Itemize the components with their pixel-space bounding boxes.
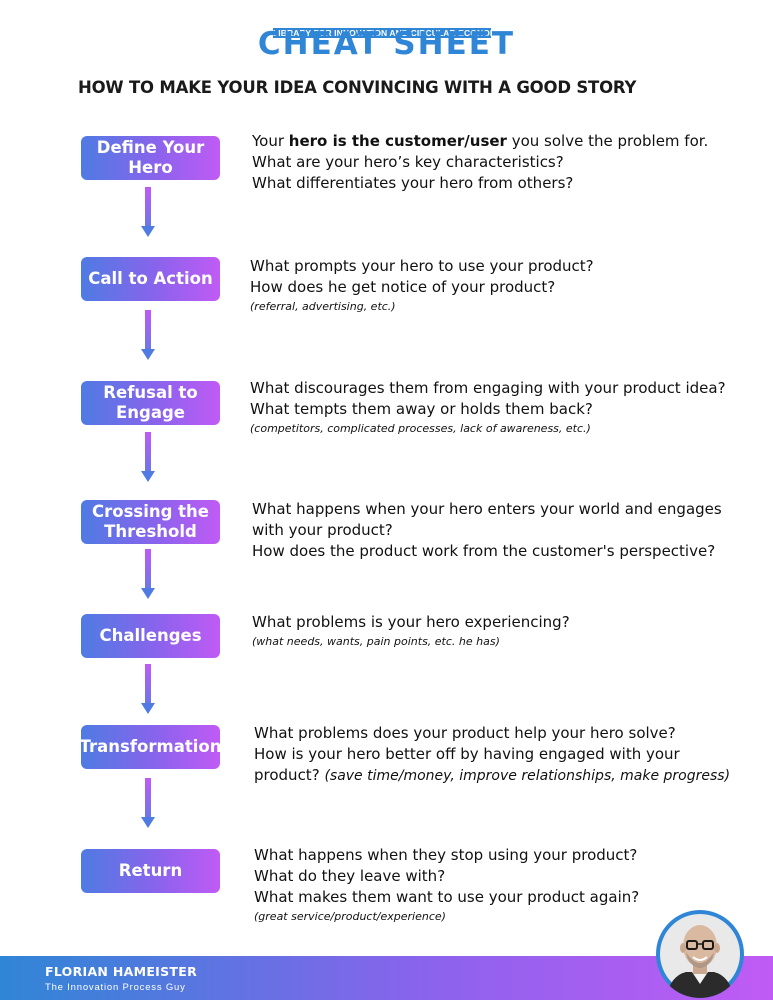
description-line: product? (save time/money, improve relat… (254, 766, 731, 784)
flow-arrow-5 (141, 664, 155, 714)
flow-arrow-1 (141, 187, 155, 237)
step-description-transformation: What problems does your product help you… (254, 723, 731, 787)
flow-arrow-6 (141, 778, 155, 828)
step-box-transformation: Transformation (80, 725, 221, 769)
author-tagline: The Innovation Process Guy (45, 982, 186, 993)
step-description-crossing-threshold: What happens when your hero enters your … (252, 499, 722, 562)
avatar (656, 910, 744, 998)
description-line: Your hero is the customer/user you solve… (252, 132, 709, 150)
avatar-portrait (660, 914, 740, 998)
description-line: What happens when they stop using your p… (254, 846, 638, 864)
description-line: What problems is your hero experiencing? (252, 613, 570, 631)
description-note: (great service/product/experience) (254, 910, 446, 923)
flow-arrow-3 (141, 432, 155, 482)
header-top-label: LIBRARY FOR INNOVATION AND CIRCULAR ECON… (273, 28, 491, 38)
step-box-return: Return (81, 849, 220, 893)
step-box-define-hero: Define Your Hero (81, 136, 220, 180)
step-box-challenges: Challenges (81, 614, 220, 658)
description-note: (referral, advertising, etc.) (250, 300, 396, 313)
description-line: What happens when your hero enters your … (252, 500, 722, 518)
page-subtitle: HOW TO MAKE YOUR IDEA CONVINCING WITH A … (78, 78, 637, 97)
step-description-define-hero: Your hero is the customer/user you solve… (252, 131, 722, 194)
description-note: (competitors, complicated processes, lac… (250, 422, 591, 435)
flow-arrow-2 (141, 310, 155, 360)
flow-arrow-4 (141, 549, 155, 599)
description-line: What discourages them from engaging with… (250, 379, 726, 397)
author-name: FLORIAN HAMEISTER (45, 964, 198, 979)
page-title: CHEAT SHEET (257, 26, 516, 62)
step-description-call-to-action: What prompts your hero to use your produ… (250, 256, 720, 315)
footer-bar: FLORIAN HAMEISTER The Innovation Process… (0, 956, 773, 1000)
description-line: What are your hero’s key characteristics… (252, 153, 564, 171)
description-line: How does he get notice of your product? (250, 278, 556, 296)
step-description-refusal: What discourages them from engaging with… (250, 378, 726, 437)
step-box-crossing-threshold: Crossing the Threshold (81, 500, 220, 544)
description-line: How does the product work from the custo… (252, 542, 716, 560)
description-line: What prompts your hero to use your produ… (250, 257, 594, 275)
step-description-challenges: What problems is your hero experiencing?… (252, 612, 722, 650)
description-line: What tempts them away or holds them back… (250, 400, 593, 418)
description-line: What differentiates your hero from other… (252, 174, 574, 192)
description-line: What do they leave with? (254, 867, 446, 885)
description-line: What makes them want to use your product… (254, 888, 640, 906)
description-line: How is your hero better off by having en… (254, 745, 680, 763)
description-note: (what needs, wants, pain points, etc. he… (252, 635, 500, 648)
description-line: with your product? (252, 521, 393, 539)
description-line: What problems does your product help you… (254, 724, 676, 742)
step-description-return: What happens when they stop using your p… (254, 845, 724, 925)
step-box-call-to-action: Call to Action (81, 257, 220, 301)
step-box-refusal: Refusal to Engage (81, 381, 220, 425)
